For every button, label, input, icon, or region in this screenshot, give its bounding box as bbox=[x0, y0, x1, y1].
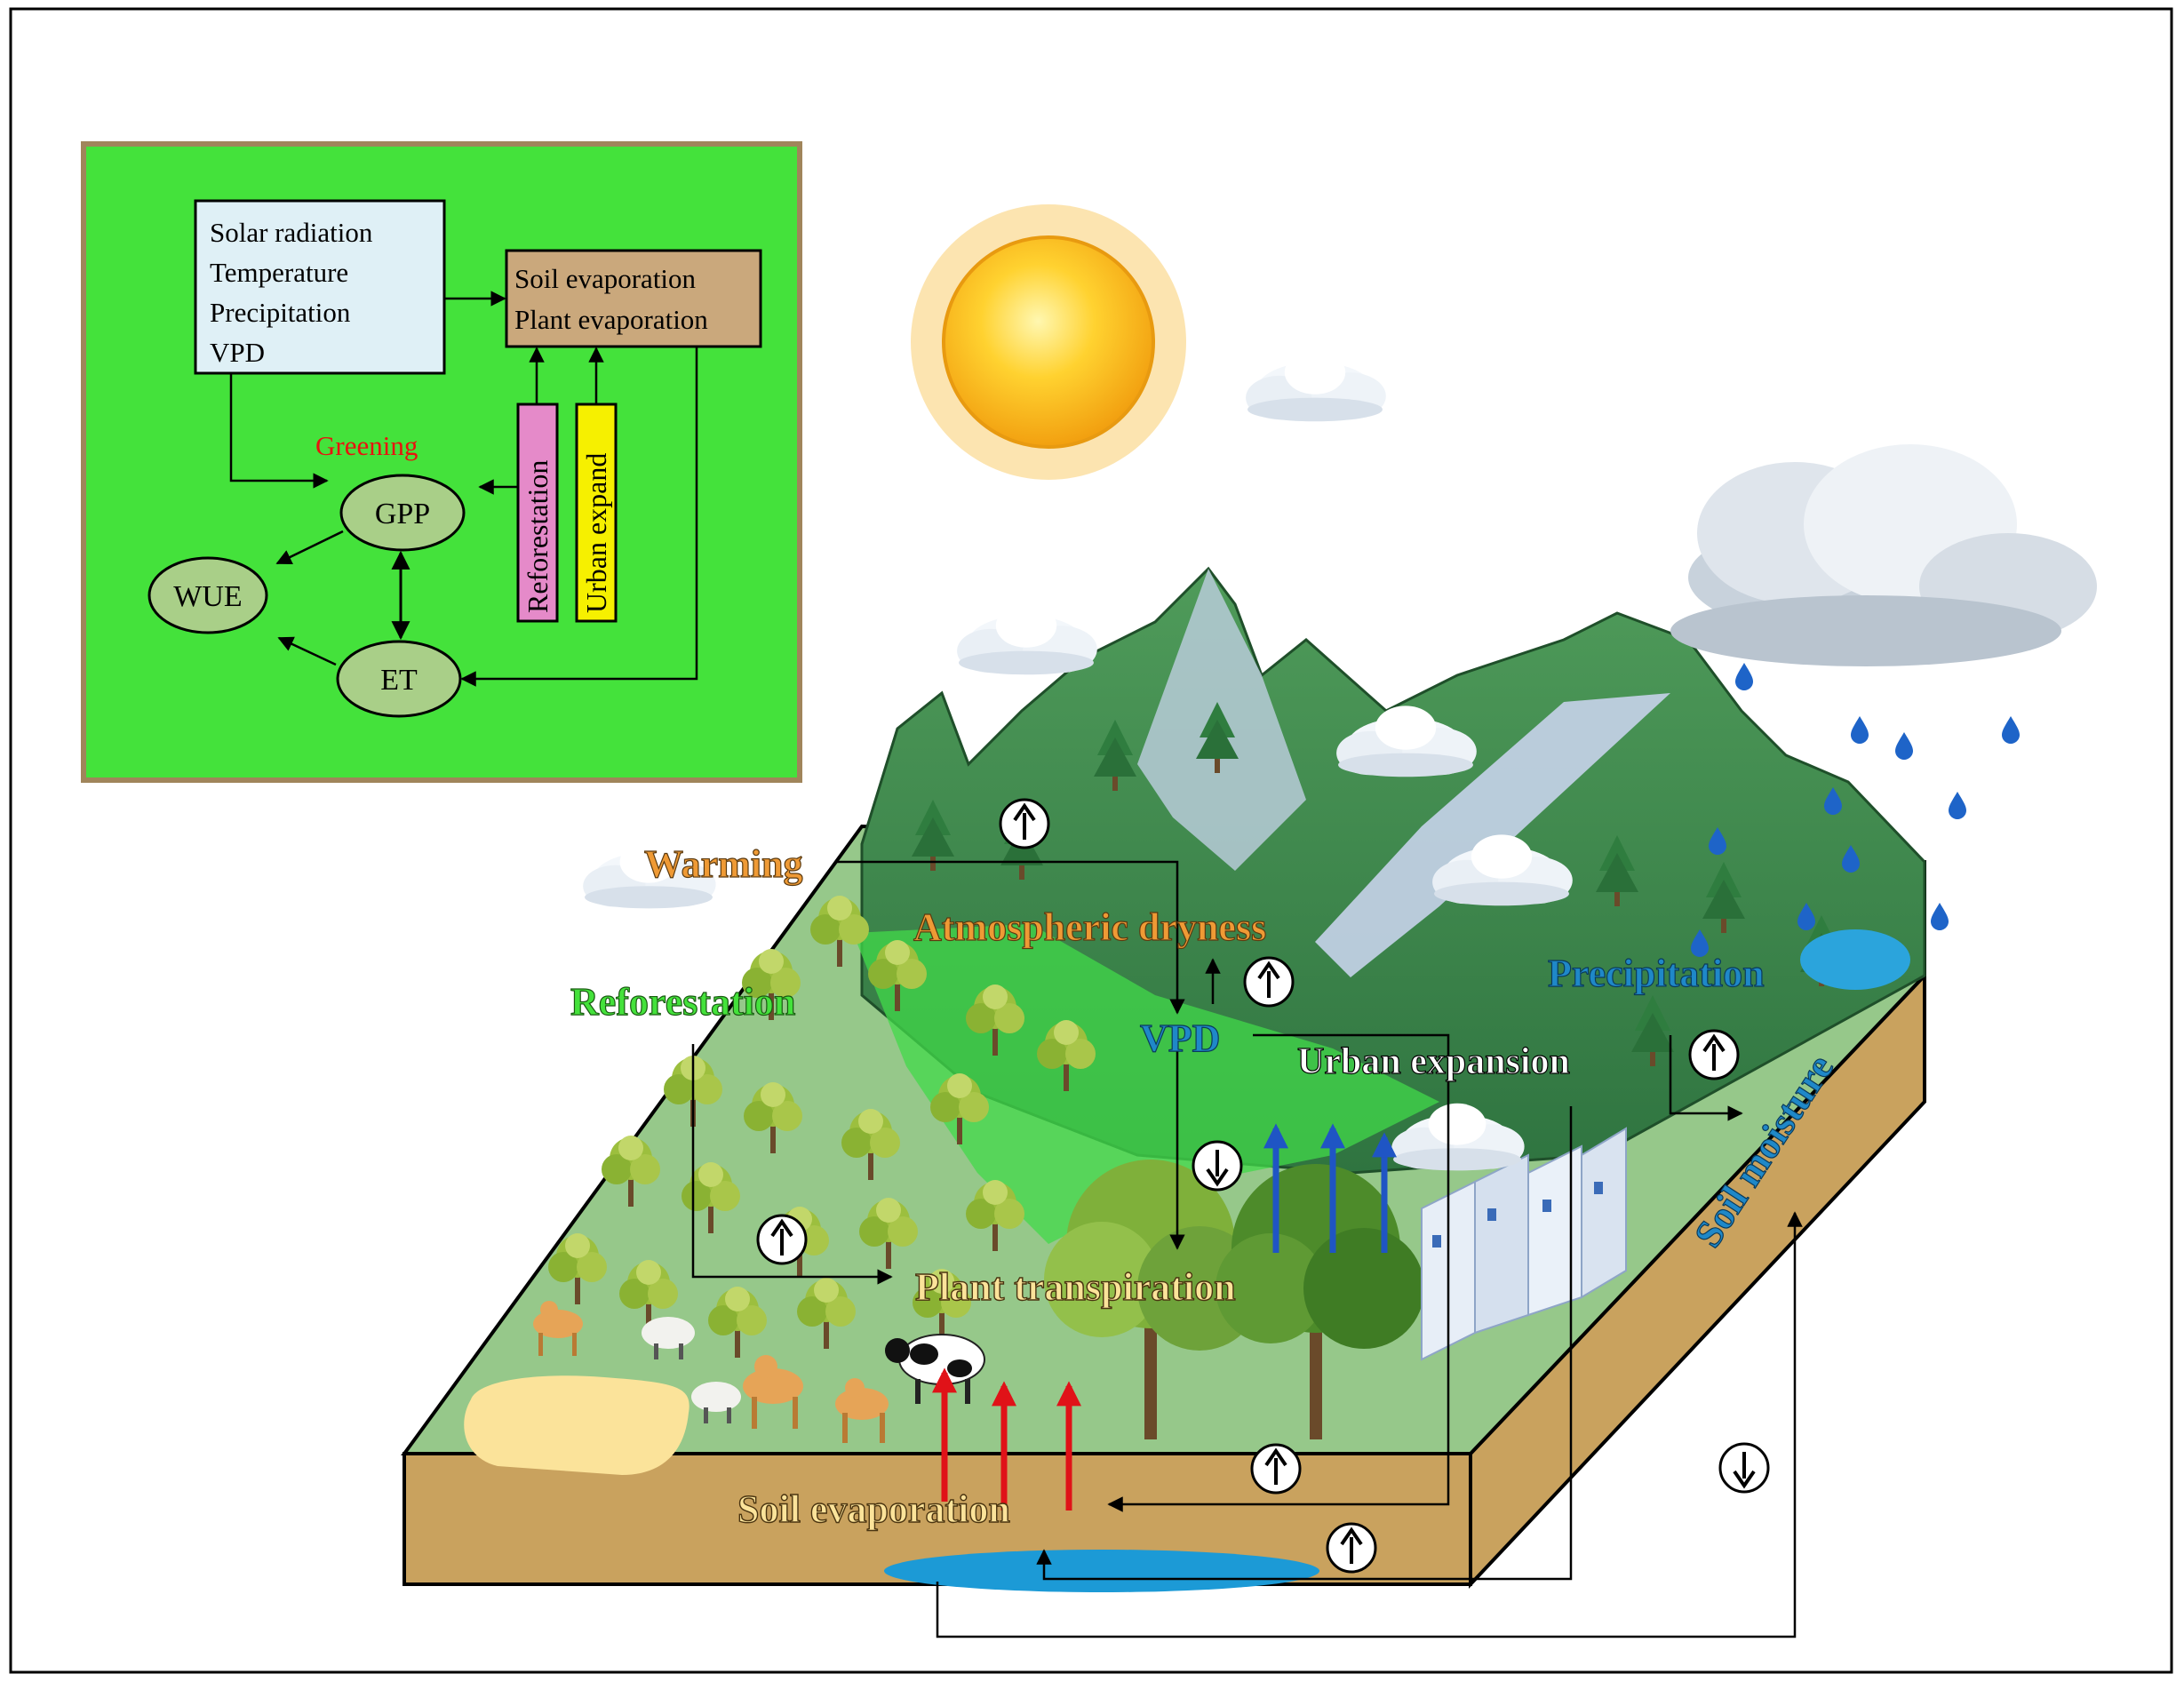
connector-reforestation-transpiration bbox=[691, 1044, 893, 1285]
sheep-icon bbox=[691, 1382, 741, 1423]
soil-evaporation-arrows bbox=[932, 1367, 1081, 1511]
arrow-evap-to-et bbox=[460, 347, 698, 687]
driver-solar-radiation: Solar radiation bbox=[210, 217, 373, 248]
building-icon bbox=[1421, 1127, 1627, 1361]
camel-icon bbox=[743, 1355, 803, 1429]
wue-node bbox=[147, 556, 268, 634]
arrow-et-to-wue bbox=[277, 636, 337, 666]
soil-evaporation-label: Soil evaporation bbox=[737, 1487, 1010, 1531]
urban-bar bbox=[575, 403, 618, 623]
driver-precipitation: Precipitation bbox=[210, 297, 351, 328]
et-node bbox=[336, 640, 462, 718]
urban-expansion-label: Urban expansion bbox=[1297, 1041, 1570, 1082]
warming-label: Warming bbox=[644, 842, 802, 886]
reforestation-bar-label: Reforestation bbox=[522, 460, 554, 613]
connector-warming-vpd bbox=[835, 860, 1185, 1015]
driver-vpd: VPD bbox=[210, 337, 265, 368]
cow-icon bbox=[885, 1334, 985, 1404]
atmospheric-dryness-label: Atmospheric dryness bbox=[913, 905, 1266, 949]
driver-temperature: Temperature bbox=[210, 257, 348, 288]
gpp-node bbox=[339, 474, 466, 552]
inset-diagram: Solar radiation Temperature Precipitatio… bbox=[81, 141, 802, 783]
up-circle-arrow-icon bbox=[1250, 1443, 1302, 1495]
wue-label: WUE bbox=[173, 580, 242, 613]
arrow-drivers-to-gpp bbox=[229, 373, 329, 489]
greening-label: Greening bbox=[315, 430, 418, 461]
large-trees bbox=[1044, 1160, 1424, 1439]
sand-patch bbox=[464, 1375, 689, 1475]
et-label: ET bbox=[380, 664, 418, 697]
arrow-gpp-to-wue bbox=[275, 530, 344, 565]
connector-vpd-urban bbox=[1107, 1033, 1450, 1512]
up-circle-arrow-icon bbox=[756, 1214, 808, 1265]
connector-lines bbox=[691, 860, 1803, 1638]
mountain-glacier bbox=[1315, 693, 1670, 977]
transpiration-arrows bbox=[1263, 1123, 1397, 1253]
evaporation-box bbox=[505, 249, 762, 348]
plant-transpiration-label: Plant transpiration bbox=[915, 1265, 1236, 1309]
precipitation-label: Precipitation bbox=[1548, 952, 1765, 995]
landscape bbox=[401, 566, 1926, 1592]
rain-cloud-icon bbox=[1670, 444, 2097, 666]
connector-precip-soilmoisture bbox=[1669, 1035, 1743, 1121]
up-circle-arrow-icon bbox=[1326, 1522, 1377, 1574]
drivers-box bbox=[194, 199, 446, 375]
down-circle-arrow-icon bbox=[1192, 1140, 1243, 1192]
camel-icon bbox=[835, 1378, 889, 1443]
up-circle-arrow-icon bbox=[1243, 956, 1295, 1008]
connector-urban-groundwater bbox=[1036, 1106, 1573, 1581]
vpd-label: VPD bbox=[1140, 1016, 1220, 1060]
up-circle-arrow-icon bbox=[1688, 1029, 1740, 1080]
reforestation-label: Reforestation bbox=[570, 980, 795, 1024]
gpp-label: GPP bbox=[375, 498, 430, 530]
evap-plant-evaporation: Plant evaporation bbox=[514, 304, 708, 335]
evap-soil-evaporation: Soil evaporation bbox=[514, 263, 697, 294]
camel-icon bbox=[533, 1301, 583, 1356]
down-circle-arrow-icon bbox=[1718, 1442, 1770, 1494]
sheep-icon bbox=[642, 1317, 695, 1359]
water-pond bbox=[884, 1550, 1319, 1592]
urban-bar-label: Urban expand bbox=[580, 453, 612, 613]
up-circle-arrow-icon bbox=[999, 798, 1050, 849]
lake bbox=[1800, 929, 1910, 990]
connector-pond-soilmoisture bbox=[936, 1211, 1803, 1638]
sun-icon bbox=[911, 204, 1186, 480]
